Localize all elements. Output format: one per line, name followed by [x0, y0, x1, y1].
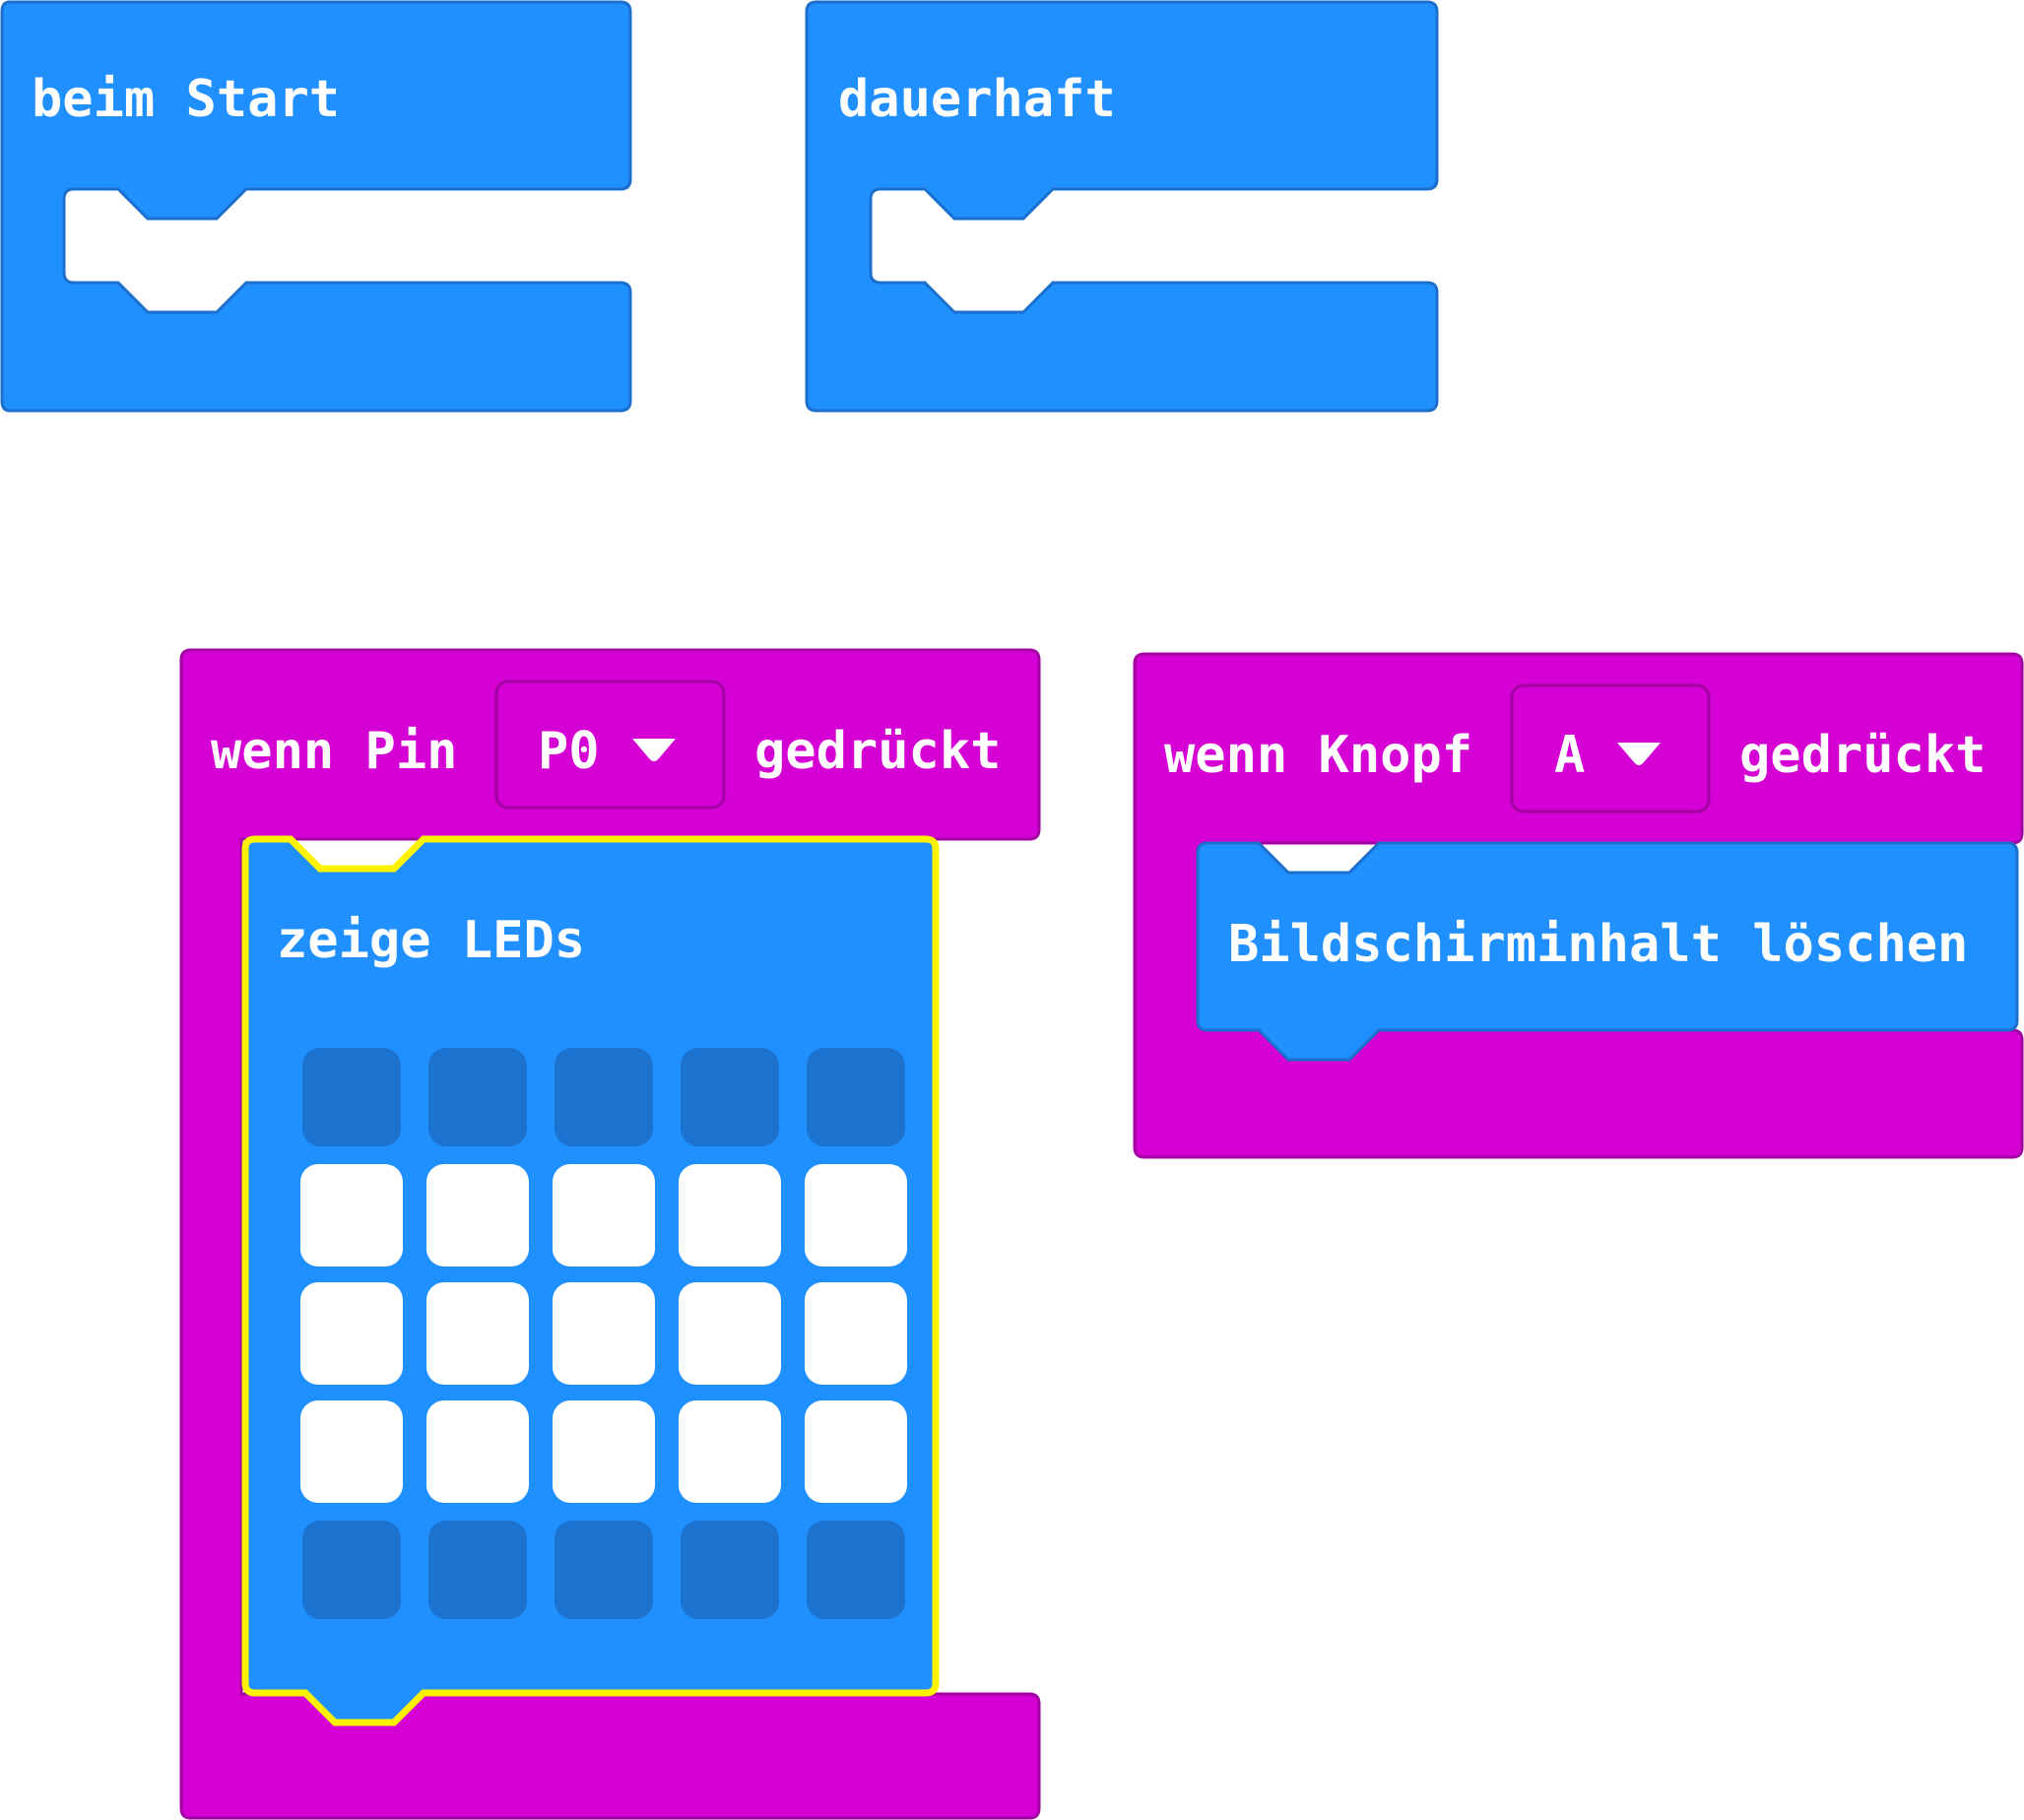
on-start-block[interactable]: beim Start — [0, 0, 632, 413]
pin-label-suffix: gedrückt — [754, 722, 1001, 781]
clear-screen-label: Bildschirminhalt löschen — [1228, 915, 1968, 974]
led-cell-r1-c2[interactable] — [553, 1164, 655, 1267]
on-pin-pressed-block[interactable]: wenn Pin P0 gedrückt — [179, 648, 1041, 1820]
led-cell-r3-c1[interactable] — [426, 1400, 529, 1503]
pin-dropdown-box[interactable] — [494, 680, 726, 810]
led-cell-r1-c3[interactable] — [679, 1164, 781, 1267]
on-start-label: beim Start — [32, 70, 340, 129]
on-pin-pressed-block-shape[interactable] — [179, 648, 1041, 1820]
led-cell-r2-c0[interactable] — [300, 1282, 403, 1385]
led-cell-r2-c4[interactable] — [805, 1282, 907, 1385]
led-cell-r4-c4[interactable] — [807, 1521, 905, 1619]
button-dropdown[interactable]: A — [1510, 683, 1711, 813]
led-cell-r0-c3[interactable] — [681, 1048, 779, 1146]
led-cell-r2-c3[interactable] — [679, 1282, 781, 1385]
led-cell-r4-c2[interactable] — [555, 1521, 653, 1619]
led-cell-r3-c4[interactable] — [805, 1400, 907, 1503]
forever-label: dauerhaft — [838, 70, 1116, 129]
led-cell-r3-c3[interactable] — [679, 1400, 781, 1503]
button-label-prefix: wenn Knopf — [1164, 726, 1472, 785]
led-cell-r0-c0[interactable] — [302, 1048, 401, 1146]
led-grid[interactable] — [300, 1048, 907, 1619]
show-leds-block[interactable]: zeige LEDs — [241, 835, 940, 1726]
button-dropdown-box[interactable] — [1510, 683, 1711, 813]
button-dropdown-value: A — [1554, 726, 1585, 785]
led-cell-r3-c2[interactable] — [553, 1400, 655, 1503]
forever-block-shape[interactable] — [805, 0, 1439, 413]
on-start-block-shape[interactable] — [0, 0, 632, 413]
led-cell-r2-c2[interactable] — [553, 1282, 655, 1385]
clear-screen-block-shape[interactable] — [1196, 841, 2019, 1062]
led-cell-r1-c1[interactable] — [426, 1164, 529, 1267]
led-cell-r4-c1[interactable] — [428, 1521, 527, 1619]
forever-block[interactable]: dauerhaft — [805, 0, 1439, 413]
pin-dropdown-value: P0 — [538, 722, 600, 781]
button-label-suffix: gedrückt — [1739, 726, 1986, 785]
clear-screen-block[interactable]: Bildschirminhalt löschen — [1196, 841, 2019, 1062]
led-cell-r4-c0[interactable] — [302, 1521, 401, 1619]
led-cell-r0-c2[interactable] — [555, 1048, 653, 1146]
led-cell-r2-c1[interactable] — [426, 1282, 529, 1385]
pin-label-prefix: wenn Pin — [211, 722, 457, 781]
triangle-down-icon[interactable] — [632, 739, 676, 761]
led-cell-r0-c1[interactable] — [428, 1048, 527, 1146]
led-cell-r4-c3[interactable] — [681, 1521, 779, 1619]
led-cell-r1-c4[interactable] — [805, 1164, 907, 1267]
pin-dropdown[interactable]: P0 — [494, 680, 726, 810]
led-cell-r3-c0[interactable] — [300, 1400, 403, 1503]
led-cell-r0-c4[interactable] — [807, 1048, 905, 1146]
show-leds-label: zeige LEDs — [277, 911, 585, 970]
led-cell-r1-c0[interactable] — [300, 1164, 403, 1267]
triangle-down-icon[interactable] — [1617, 743, 1661, 765]
